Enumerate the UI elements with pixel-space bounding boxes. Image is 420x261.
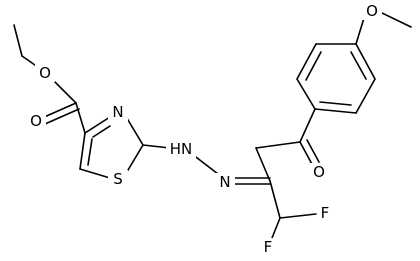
bond-chf2-f-top xyxy=(279,213,317,219)
atom-thiazole-s: S xyxy=(113,170,123,188)
bond-ring-5 xyxy=(355,78,376,114)
bond-ketone-aryl xyxy=(299,108,316,143)
bond-carbonyl-c4 xyxy=(75,102,86,134)
atom-ester-o2: O xyxy=(30,112,42,130)
bond-ring-inner-b xyxy=(350,51,367,80)
bond-ketone-double-b xyxy=(306,139,320,163)
atom-fluorine-bottom: F xyxy=(264,238,273,256)
bond-ketone-double-a xyxy=(299,141,314,167)
bond-c5-c4 xyxy=(79,132,86,170)
bond-chf2-f-bottom xyxy=(271,217,281,239)
bond-ring-4 xyxy=(355,43,376,80)
atom-thiazole-n: N xyxy=(112,103,123,121)
atom-fluorine-top: F xyxy=(321,204,330,222)
bond-c-ch2 xyxy=(255,147,271,182)
atom-methoxy-o: O xyxy=(366,2,378,20)
bond-ring-6 xyxy=(314,108,357,114)
bond-ring-2 xyxy=(296,43,317,80)
atom-ketone-o: O xyxy=(313,163,325,181)
bonds xyxy=(13,11,412,239)
atom-labels: O O N S HN N O O F F xyxy=(26,2,382,256)
bond-c-chf2 xyxy=(269,180,281,219)
bond-c4-n3 xyxy=(84,116,111,134)
bond-carbonyl-o-double-b xyxy=(44,108,80,125)
atom-hydrazone-n: N xyxy=(219,173,230,191)
bond-c5-c4-inner xyxy=(87,138,93,166)
bond-nh-n xyxy=(191,153,219,175)
bond-ethyl-ch3 xyxy=(13,24,23,57)
bond-c2-nh xyxy=(142,144,171,149)
bond-ch2-ketone-c xyxy=(255,141,301,149)
bond-o-ch3-methoxy xyxy=(379,11,412,28)
atom-ester-o1: O xyxy=(39,64,51,82)
bond-ring-inner-c xyxy=(319,101,352,106)
bond-s1-c5 xyxy=(79,168,111,179)
bond-c4-n3-inner xyxy=(92,125,111,138)
bond-ring-1 xyxy=(296,78,316,110)
atom-hydrazone-nh: HN xyxy=(170,140,193,158)
bond-ring-o-methoxy xyxy=(355,17,365,45)
bond-ring-inner-a xyxy=(305,51,322,81)
bond-carbonyl-o-double-a xyxy=(41,102,77,119)
